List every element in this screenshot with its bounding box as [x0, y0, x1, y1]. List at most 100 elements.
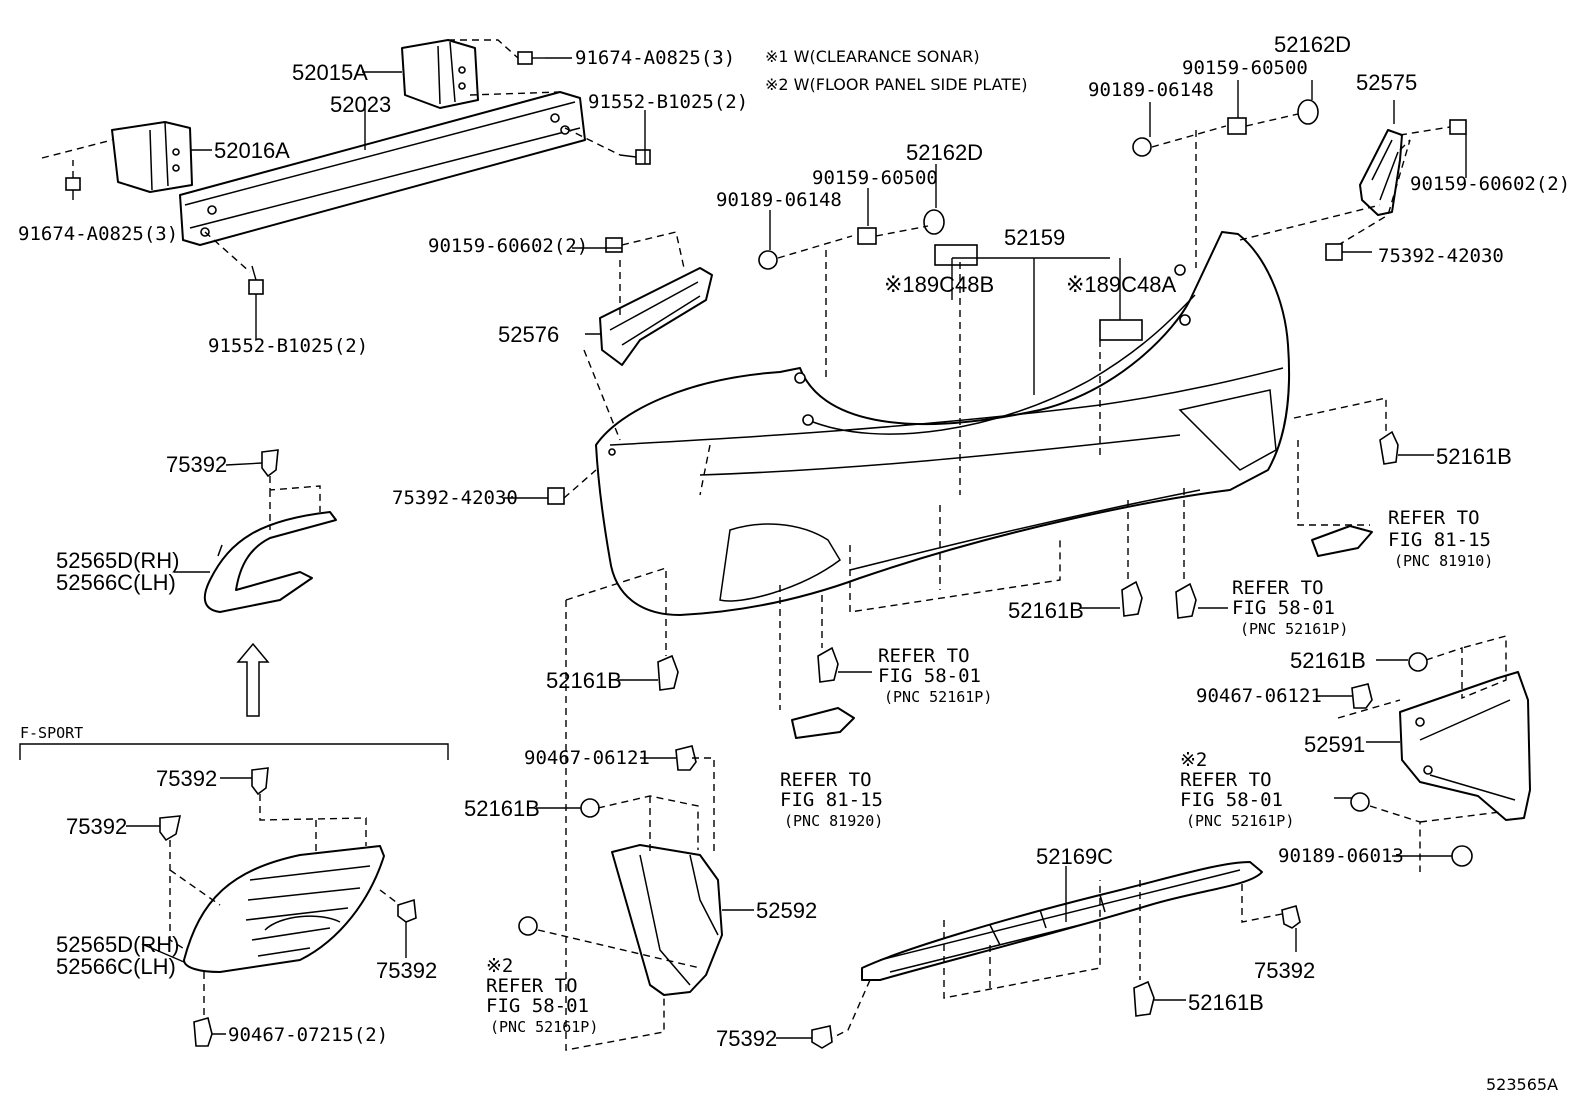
- bolt-90159-60602-left: [605, 237, 623, 253]
- svg-text:(PNC 81920): (PNC 81920): [784, 812, 883, 830]
- screw-90159-60500-mid: [857, 227, 877, 245]
- bolt-90159-60602-right: [1449, 119, 1467, 135]
- label-52162D-mid: 52162D: [906, 140, 983, 165]
- clip-52161B-mid: [580, 798, 600, 818]
- label-75392-42030-left: 75392-42030: [392, 487, 518, 509]
- label-75392-fs-right: 75392: [376, 958, 437, 983]
- clip-52161B-rside: [1408, 652, 1428, 672]
- label-52159: 52159: [1004, 225, 1065, 250]
- label-52565D-upper: 52565D(RH): [56, 548, 180, 573]
- clip-75392-fs-left: [159, 815, 182, 842]
- clip-90189-06013: [1451, 845, 1473, 867]
- label-52161B-right: 52161B: [1436, 444, 1512, 469]
- label-52023: 52023: [330, 92, 391, 117]
- bumper-cover-52159[interactable]: [595, 231, 1291, 616]
- svg-text:※2: ※2: [486, 955, 513, 977]
- trim-52565D-upper[interactable]: [203, 511, 337, 613]
- label-90189-06148-mid: 90189-06148: [716, 189, 842, 211]
- label-52016A: 52016A: [214, 138, 290, 163]
- label-52591: 52591: [1304, 732, 1365, 757]
- clip-52161B-bottom: [1133, 980, 1155, 1017]
- label-75392-fs-top: 75392: [156, 766, 217, 791]
- label-52161B-center: 52161B: [1008, 598, 1084, 623]
- label-90467-06121-right: 90467-06121: [1196, 685, 1322, 707]
- label-90159-60602-right: 90159-60602(2): [1410, 173, 1570, 195]
- ref-fig58-01-left: REFER TO FIG 58-01 (PNC 52161P): [878, 645, 992, 706]
- clip-75392-bottom: [811, 1025, 833, 1049]
- svg-text:FIG 58-01: FIG 58-01: [486, 995, 589, 1017]
- clip-52161P-mid: [518, 916, 538, 936]
- bolt-91552-top: [619, 149, 651, 165]
- nut-90467-06121-right: [1351, 683, 1373, 709]
- svg-text:REFER TO: REFER TO: [1388, 507, 1480, 529]
- clip-90189-06148-mid: [758, 250, 778, 270]
- label-89C48B: ※189C48B: [884, 272, 994, 297]
- note-clearance-sonar: ※1 W(CLEARANCE SONAR): [765, 47, 980, 66]
- label-75392-reflector: 75392: [166, 452, 227, 477]
- label-52565D-fsport: 52565D(RH): [56, 932, 180, 957]
- clip-90467-07215: [193, 1017, 213, 1047]
- label-89C48A: ※189C48A: [1066, 272, 1176, 297]
- diffuser-52169C[interactable]: [861, 861, 1263, 981]
- clip-52161B-center: [1121, 580, 1143, 617]
- svg-text:FIG 81-15: FIG 81-15: [1388, 529, 1491, 551]
- ref-fig58-01-right: ※2 REFER TO FIG 58-01 (PNC 52161P): [1180, 749, 1294, 830]
- label-90189-06013: 90189-06013: [1278, 845, 1404, 867]
- arrow-up-icon: [236, 642, 270, 717]
- cap-52162D-mid: [923, 209, 945, 235]
- figure-id: 523565A: [1486, 1075, 1558, 1094]
- label-52161B-left: 52161B: [546, 668, 622, 693]
- ref-fig58-01-mid: ※2 REFER TO FIG 58-01 (PNC 52161P): [486, 955, 598, 1036]
- svg-text:※2: ※2: [1180, 749, 1207, 771]
- svg-text:(PNC 52161P): (PNC 52161P): [884, 688, 992, 706]
- label-90159-60500-mid: 90159-60500: [812, 167, 938, 189]
- reflector-81920: [791, 707, 855, 739]
- ref-fig81-15-left: REFER TO FIG 81-15 (PNC 81920): [780, 769, 883, 830]
- bolt-91552-bot: [248, 265, 264, 295]
- mudguard-52591[interactable]: [1399, 671, 1531, 821]
- label-52566C-upper: 52566C(LH): [56, 570, 176, 595]
- clip-52161P-center: [1175, 582, 1197, 619]
- label-90189-06148-right: 90189-06148: [1088, 79, 1214, 101]
- svg-text:(PNC 52161P): (PNC 52161P): [490, 1018, 598, 1036]
- label-52162D-right: 52162D: [1274, 32, 1351, 57]
- grille-52565D-fsport[interactable]: [183, 845, 385, 973]
- clip-75392-diff-right: [1281, 905, 1301, 929]
- svg-text:(PNC 81910): (PNC 81910): [1394, 552, 1493, 570]
- svg-text:(PNC 52161P): (PNC 52161P): [1240, 620, 1348, 638]
- label-91674-top: 91674-A0825(3): [575, 47, 735, 69]
- bracket-89C48A: [1099, 319, 1143, 341]
- reflector-81910: [1311, 525, 1373, 557]
- svg-text:FIG 58-01: FIG 58-01: [1180, 789, 1283, 811]
- svg-text:REFER TO: REFER TO: [878, 645, 970, 667]
- ref-fig58-01-center: REFER TO FIG 58-01 (PNC 52161P): [1232, 577, 1348, 638]
- clip-75392-fs-right: [397, 898, 417, 923]
- cap-52162D-right: [1297, 99, 1319, 125]
- label-52015A: 52015A: [292, 60, 368, 85]
- svg-text:FIG 58-01: FIG 58-01: [1232, 597, 1335, 619]
- svg-text:REFER TO: REFER TO: [486, 975, 578, 997]
- clip-52161P-left: [817, 646, 839, 683]
- label-90467-06121-mid: 90467-06121: [524, 747, 650, 769]
- bolt-91674-left: [65, 177, 81, 200]
- label-52592: 52592: [756, 898, 817, 923]
- svg-text:FIG 58-01: FIG 58-01: [878, 665, 981, 687]
- label-91552-bot: 91552-B1025(2): [208, 335, 368, 357]
- label-52161B-mid: 52161B: [464, 796, 540, 821]
- label-90159-60500-right: 90159-60500: [1182, 57, 1308, 79]
- svg-text:REFER TO: REFER TO: [1232, 577, 1324, 599]
- label-52566C-fsport: 52566C(LH): [56, 954, 176, 979]
- label-52576: 52576: [498, 322, 559, 347]
- ref-fig81-15-right: REFER TO FIG 81-15 (PNC 81910): [1388, 507, 1493, 570]
- retainer-52575[interactable]: [1239, 119, 1467, 261]
- mudguard-52592[interactable]: [611, 844, 723, 996]
- label-91552-top: 91552-B1025(2): [588, 91, 748, 113]
- clip-75392-reflector: [261, 449, 279, 478]
- bracket-89C48B: [934, 244, 978, 266]
- bumper-reinforcement-group: [41, 39, 651, 340]
- label-52161B-bottom: 52161B: [1188, 990, 1264, 1015]
- label-52161B-rside: 52161B: [1290, 648, 1366, 673]
- label-75392-bottom: 75392: [716, 1026, 777, 1051]
- clip-52161B-right: [1379, 430, 1399, 465]
